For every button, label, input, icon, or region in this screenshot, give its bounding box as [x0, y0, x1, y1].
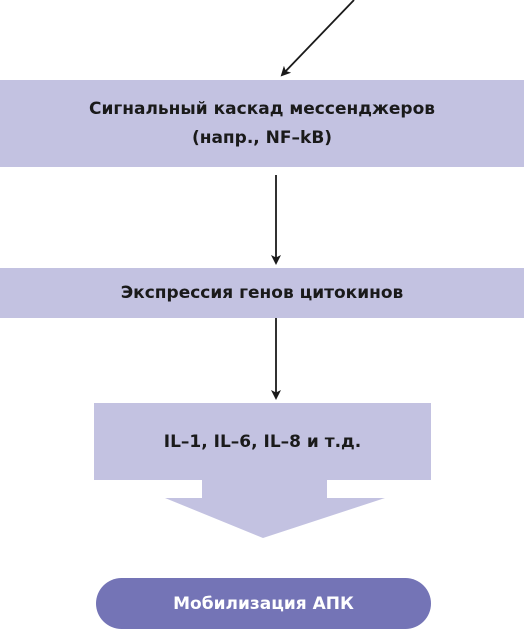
gene-expression-label: Экспрессия генов цитокинов [120, 283, 404, 303]
signal-cascade-example: (напр., NF–kB) [191, 127, 333, 148]
signal-cascade-box: Сигнальный каскад мессенджеров (напр., N… [0, 80, 524, 167]
block-arrow-head [165, 480, 385, 538]
signal-cascade-title: Сигнальный каскад мессенджеров [88, 98, 436, 119]
apc-mobilization-label: Мобилизация АПК [173, 593, 354, 614]
incoming-arrow [280, 0, 355, 77]
interleukins-box: IL–1, IL–6, IL–8 и т.д. [94, 403, 431, 480]
interleukins-label: IL–1, IL–6, IL–8 и т.д. [163, 431, 362, 452]
apc-mobilization-pill: Мобилизация АПК [96, 578, 431, 629]
gene-expression-box: Экспрессия генов цитокинов [0, 268, 524, 318]
